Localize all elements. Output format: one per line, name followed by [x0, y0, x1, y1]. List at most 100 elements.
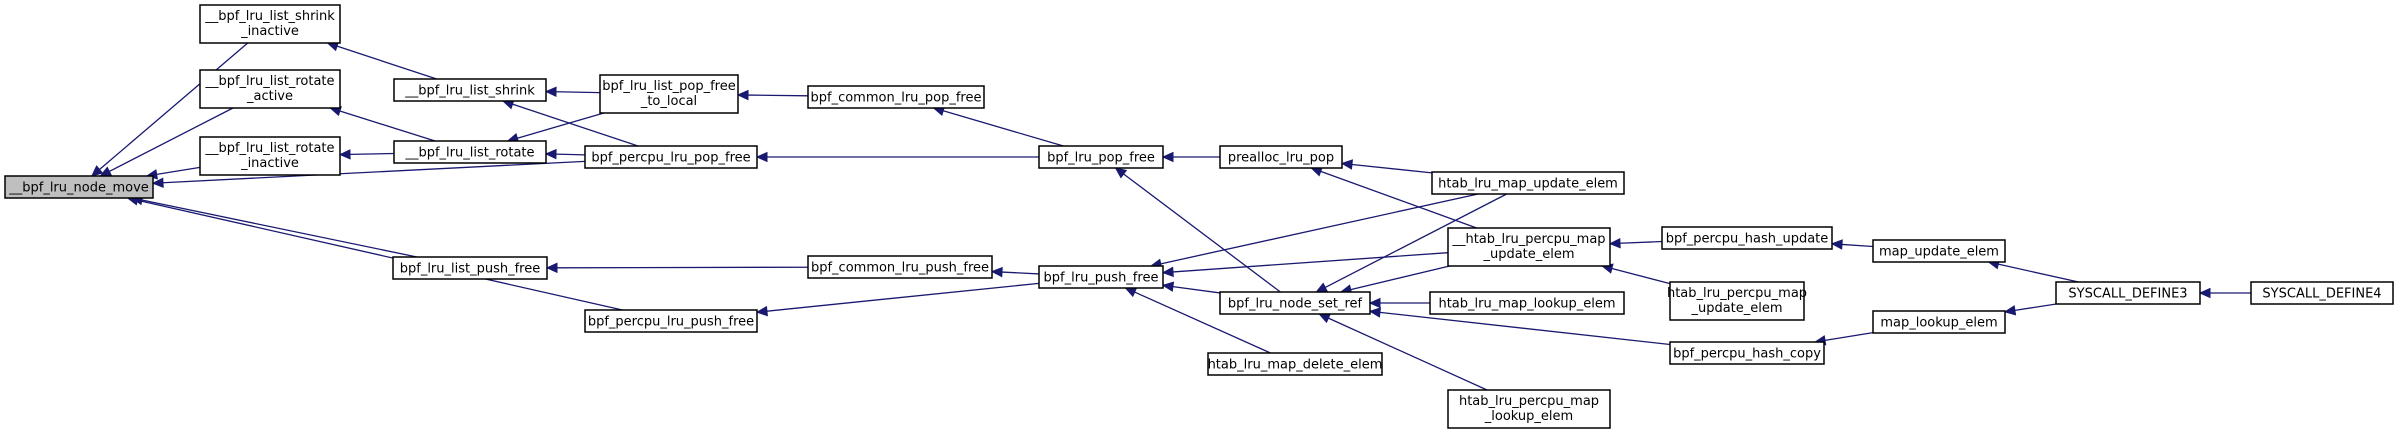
edge-percpu_hash_copy-to-node_set_ref: [1379, 311, 1671, 346]
node-prealloc-pop[interactable]: prealloc_lru_pop: [1219, 145, 1343, 169]
node-box: [1431, 171, 1625, 195]
node-box: [393, 78, 547, 102]
node-label: _active: [246, 89, 293, 104]
edge-map_update-to-prealloc_pop: [1351, 163, 1433, 174]
arrowhead-common_pop_free-to-pop_free_local: [736, 89, 749, 101]
node-map-lookup-elem[interactable]: map_lookup_elem: [1872, 310, 2006, 334]
node-box: [1429, 291, 1625, 315]
edge-map_lookup_elem-to-percpu_hash_copy: [1824, 332, 1874, 342]
node-lru-pop-free[interactable]: bpf_lru_pop_free: [1038, 145, 1164, 169]
node-percpu-hash-update[interactable]: bpf_percpu_hash_update: [1661, 226, 1833, 250]
arrowhead-syscall3-to-map_lookup_elem: [2003, 305, 2017, 316]
edge-lru_push_free-to-percpu_push_free: [766, 282, 1040, 312]
arrowhead-map_update-to-node_set_ref: [1315, 282, 1329, 293]
node-box: [199, 69, 341, 109]
edge-percpu_lookup-to-node_set_ref: [1328, 317, 1488, 391]
edge-__percpu_update-to-prealloc_pop: [1320, 170, 1477, 229]
edge-syscall3-to-map_update_elem: [1998, 263, 2079, 283]
node-label: bpf_common_lru_push_free: [811, 261, 989, 276]
node-label: bpf_lru_node_set_ref: [1228, 297, 1363, 312]
node-map-update[interactable]: htab_lru_map_update_elem: [1431, 171, 1625, 195]
edge-map_update-to-node_set_ref: [1324, 193, 1507, 288]
node-label: prealloc_lru_pop: [1228, 151, 1334, 166]
node-box: [1038, 145, 1164, 169]
node-percpu-map-update[interactable]: htab_lru_percpu_map_update_elem: [1667, 281, 1807, 321]
node-label: bpf_lru_list_push_free: [400, 262, 541, 277]
node-rotate-inactive[interactable]: __bpf_lru_list_rotate_inactive: [199, 136, 341, 176]
node-list-rotate[interactable]: __bpf_lru_list_rotate: [393, 140, 547, 164]
arrowhead-percpu_pop_free-to-list_rotate: [544, 148, 557, 160]
node-percpu-lookup[interactable]: htab_lru_percpu_map_lookup_elem: [1447, 389, 1611, 429]
arrowhead-list_rotate-to-rotate_inactive: [338, 149, 351, 160]
node-box: [584, 309, 758, 333]
node-label: bpf_percpu_hash_copy: [1673, 347, 1821, 362]
node-shrink-inactive[interactable]: __bpf_lru_list_shrink_inactive: [199, 4, 341, 44]
node-label: bpf_percpu_lru_pop_free: [591, 151, 750, 166]
node-label: __bpf_lru_node_move: [8, 181, 149, 196]
node-label: bpf_lru_pop_free: [1047, 151, 1155, 166]
node---percpu-update[interactable]: __htab_lru_percpu_map_update_elem: [1447, 227, 1611, 267]
node-label: htab_lru_map_delete_elem: [1208, 358, 1383, 373]
node-label: __htab_lru_percpu_map: [1451, 232, 1605, 247]
arrowhead-map_delete-to-lru_push_free: [1124, 287, 1138, 298]
node-map-lookup[interactable]: htab_lru_map_lookup_elem: [1429, 291, 1625, 315]
node-common-push-free[interactable]: bpf_common_lru_push_free: [807, 255, 993, 279]
edge-node_set_ref-to-lru_pop_free: [1123, 173, 1281, 293]
node-box: [1872, 239, 2006, 263]
edge-lru_pop_free-to-common_pop_free: [942, 110, 1064, 147]
node-rotate-active[interactable]: __bpf_lru_list_rotate_active: [199, 69, 341, 109]
edge-node_set_ref-to-lru_push_free: [1172, 285, 1221, 294]
arrowhead-syscall4-to-syscall3: [2198, 287, 2211, 299]
node-percpu-push-free[interactable]: bpf_percpu_lru_push_free: [584, 309, 758, 333]
edge-syscall3-to-map_lookup_elem: [2014, 303, 2057, 311]
node-list-push-free[interactable]: bpf_lru_list_push_free: [392, 256, 548, 280]
node-label: __bpf_lru_list_shrink: [204, 9, 335, 24]
arrowhead-map_lookup-to-node_set_ref: [1368, 297, 1381, 309]
edge-rotate_inactive-to-root: [156, 166, 201, 176]
node-box: [1669, 341, 1825, 365]
edge-common_pop_free-to-pop_free_local: [747, 94, 809, 97]
edge-pop_free_local-to-list_rotate: [517, 112, 604, 139]
node-map-update-elem[interactable]: map_update_elem: [1872, 239, 2006, 263]
edge-map_update_elem-to-percpu_hash_update: [1841, 243, 1874, 248]
edge-percpu_map_update-to-__percpu_update: [1611, 267, 1671, 285]
arrowhead-common_push_free-to-list_push_free: [545, 262, 558, 274]
node-list-shrink[interactable]: __bpf_lru_list_shrink: [393, 78, 547, 102]
node-label: htab_lru_map_update_elem: [1438, 177, 1618, 192]
node-label: bpf_common_lru_pop_free: [811, 91, 982, 106]
node-map-delete[interactable]: htab_lru_map_delete_elem: [1207, 352, 1383, 376]
node-node-set-ref[interactable]: bpf_lru_node_set_ref: [1219, 291, 1371, 315]
node-syscall4[interactable]: SYSCALL_DEFINE4: [2250, 281, 2394, 305]
node-box: [199, 136, 341, 176]
arrowhead-lru_push_free-to-common_push_free: [990, 266, 1003, 278]
edge-map_delete-to-lru_push_free: [1134, 291, 1271, 354]
node-syscall3[interactable]: SYSCALL_DEFINE3: [2055, 281, 2201, 305]
node-label: _inactive: [240, 156, 299, 171]
edge-shrink_inactive-to-root: [99, 42, 249, 171]
node-label: htab_lru_map_lookup_elem: [1438, 297, 1615, 312]
node-common-pop-free[interactable]: bpf_common_lru_pop_free: [807, 85, 985, 109]
node-box: [392, 256, 548, 280]
edge-map_update-to-lru_push_free: [1160, 193, 1479, 265]
node-percpu-pop-free[interactable]: bpf_percpu_lru_pop_free: [584, 145, 758, 169]
node-box: [1219, 291, 1371, 315]
edge-percpu_pop_free-to-list_rotate: [555, 153, 586, 156]
arrowhead-map_update_elem-to-percpu_hash_update: [1830, 239, 1843, 250]
node-box: [393, 140, 547, 164]
arrowhead-percpu_hash_copy-to-node_set_ref: [1368, 307, 1382, 318]
node-percpu-hash-copy[interactable]: bpf_percpu_hash_copy: [1669, 341, 1825, 365]
edge-percpu_pop_free-to-root: [162, 160, 586, 184]
arrowhead-map_update-to-prealloc_pop: [1340, 159, 1353, 170]
node-label: __bpf_lru_list_rotate: [204, 74, 334, 89]
node-box: [4, 175, 154, 199]
node-root[interactable]: __bpf_lru_node_move: [4, 175, 154, 199]
node-box: [1447, 389, 1611, 429]
edge-list_rotate-to-rotate_inactive: [349, 152, 395, 156]
node-label: SYSCALL_DEFINE3: [2068, 287, 2187, 302]
arrowhead-node_set_ref-to-lru_push_free: [1161, 281, 1175, 292]
node-box: [807, 85, 985, 109]
node-label: htab_lru_percpu_map: [1459, 394, 1599, 409]
node-lru-push-free[interactable]: bpf_lru_push_free: [1038, 265, 1164, 289]
node-pop-free-local[interactable]: bpf_lru_list_pop_free_to_local: [599, 74, 739, 114]
